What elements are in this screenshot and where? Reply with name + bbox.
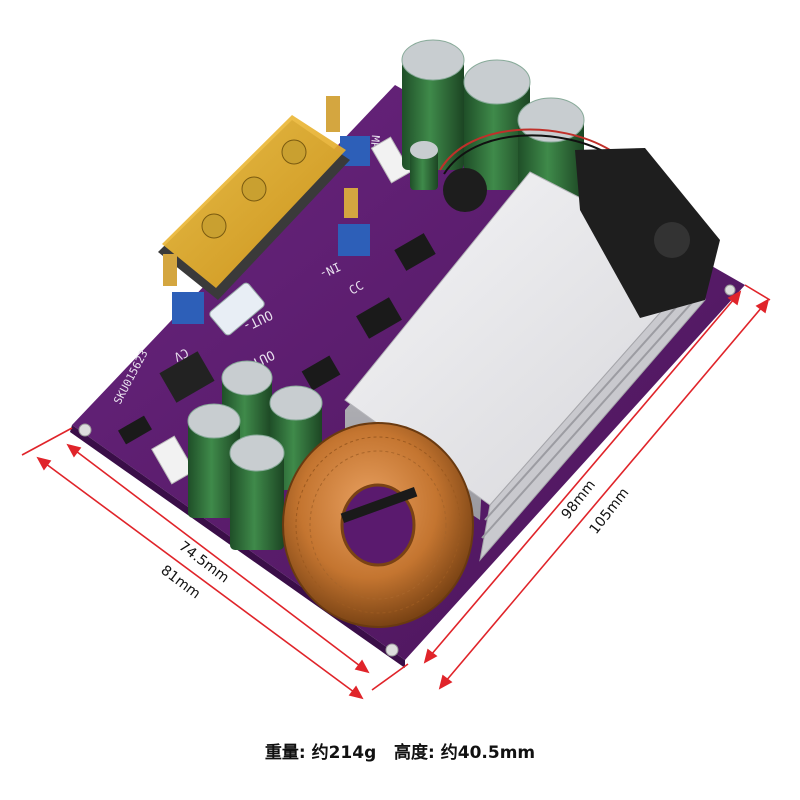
silk-cc: CC (347, 278, 367, 297)
toroid-inductor (282, 422, 474, 628)
connector (151, 435, 195, 485)
brass-post (326, 96, 340, 132)
ic-chip (118, 415, 152, 445)
cooling-fan (575, 148, 720, 318)
mount-hole (724, 284, 736, 296)
weight-label: 重量: (264, 743, 306, 763)
fan-wire (439, 128, 611, 171)
terminal-screw (241, 176, 267, 202)
terminal-screw (281, 139, 307, 165)
mount-hole (385, 643, 399, 657)
capacitor-group-bottom (187, 360, 323, 550)
buzzer (443, 168, 487, 212)
ic-chip (356, 297, 402, 339)
height-value: 约40.5mm (440, 743, 536, 763)
connector (370, 136, 412, 184)
glass-fuse (209, 282, 265, 336)
fan-wire (443, 134, 613, 175)
fan-hub-icon (654, 222, 690, 258)
potentiometer (172, 292, 204, 324)
terminal-screw (201, 213, 227, 239)
height-label: 高度: (394, 743, 435, 763)
brass-post (163, 254, 177, 286)
dim-width-outer: 81mm (158, 562, 204, 602)
brass-post (344, 188, 358, 218)
dimension-lines (21, 284, 771, 700)
ic-chip (394, 233, 436, 271)
potentiometer (338, 224, 370, 256)
mount-hole (78, 423, 92, 437)
ic-chip (301, 355, 341, 391)
regulator-chip (159, 351, 215, 403)
spec-caption: 重量: 约214g 高度: 约40.5mm (0, 738, 800, 763)
weight-value: 约214g (311, 743, 377, 763)
